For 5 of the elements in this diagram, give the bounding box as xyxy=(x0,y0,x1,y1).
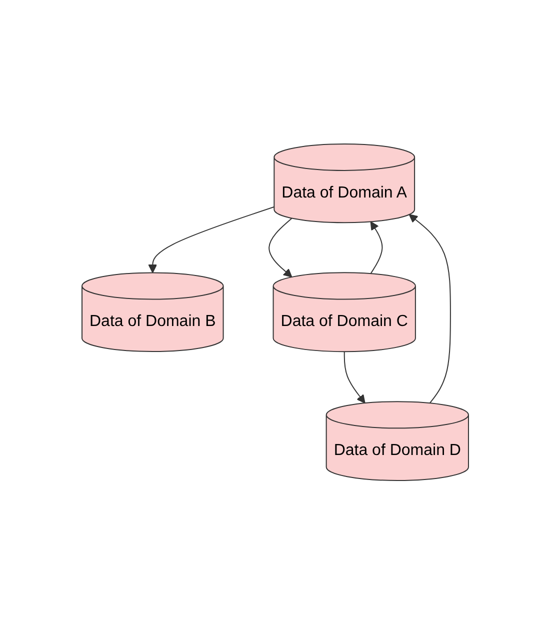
arrow xyxy=(370,221,383,274)
arrow xyxy=(344,350,366,404)
arrow xyxy=(268,217,293,278)
arrow xyxy=(409,214,452,404)
arrow xyxy=(148,206,275,273)
